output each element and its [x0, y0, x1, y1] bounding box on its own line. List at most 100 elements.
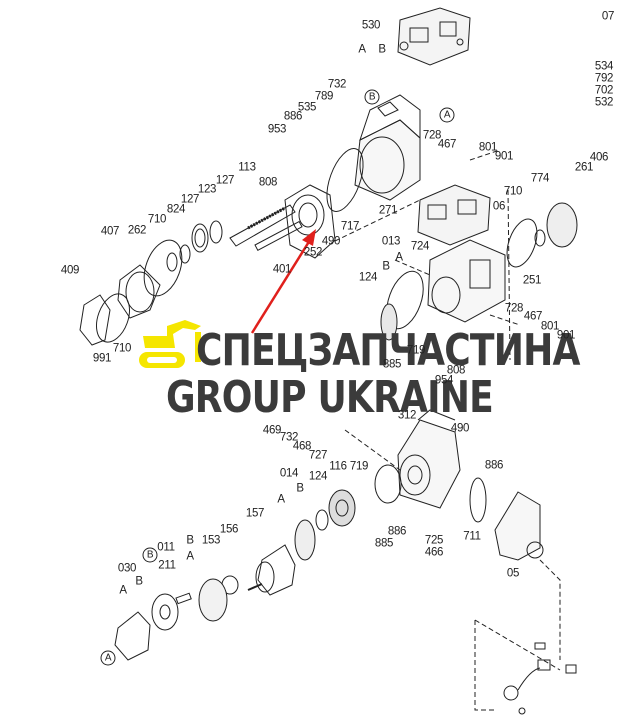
callout: A: [277, 493, 285, 506]
callout: 808: [258, 176, 278, 189]
callout: 717: [340, 220, 360, 233]
callout: 728: [504, 302, 524, 315]
callout: 532: [594, 96, 614, 109]
callout: 885: [382, 358, 402, 371]
callout: 953: [267, 123, 287, 136]
callout: 407: [100, 225, 120, 238]
pump-body-251: [380, 202, 578, 341]
circled-ref: A: [100, 650, 116, 666]
callout: 535: [297, 101, 317, 114]
callout: 409: [60, 264, 80, 277]
callout: 886: [283, 110, 303, 123]
callout: 724: [410, 240, 430, 253]
callout: 710: [147, 213, 167, 226]
callout: 406: [589, 151, 609, 164]
callout: 401: [272, 263, 292, 276]
callout: 211: [158, 559, 176, 572]
callout: 271: [378, 204, 398, 217]
callout: 991: [92, 352, 112, 365]
regulator-07: [397, 7, 471, 66]
callout: B: [296, 482, 304, 495]
callout: B: [378, 43, 386, 56]
callout: 013: [381, 235, 401, 248]
callout: 127: [215, 174, 235, 187]
callout: 719: [406, 344, 426, 357]
callout: 156: [219, 523, 239, 536]
callout: 801: [540, 320, 560, 333]
callout: 116: [329, 460, 347, 473]
callout: 702: [594, 84, 614, 97]
circled-ref: B: [364, 89, 380, 105]
callout: 954: [434, 374, 454, 387]
watermark-line1: СПЕЦЗАПЧАСТИНА: [196, 325, 580, 376]
callout: 127: [180, 193, 200, 206]
callout: 011: [157, 541, 175, 554]
callout: A: [358, 43, 366, 56]
callout: 07: [601, 10, 615, 23]
brand-logo-icon: [139, 320, 201, 368]
callout: 901: [556, 329, 576, 342]
callout: 490: [321, 235, 341, 248]
circled-ref: B: [142, 547, 158, 563]
rotating-group: [114, 464, 402, 661]
shaft-113: [143, 204, 303, 297]
callout: 710: [112, 342, 132, 355]
callout: 262: [127, 224, 147, 237]
callout: 157: [245, 507, 265, 520]
watermark-line2: GROUP UKRAINE: [166, 372, 494, 423]
callout: 467: [523, 310, 543, 323]
flange-plate: [284, 148, 364, 259]
callout: 124: [358, 271, 378, 284]
callout: B: [382, 260, 390, 273]
callout: 113: [238, 161, 256, 174]
callout: 728: [422, 129, 442, 142]
callout: 727: [308, 449, 328, 462]
callout: 252: [303, 246, 323, 259]
callout: 725: [424, 534, 444, 547]
housing-312: [397, 409, 487, 523]
callout: A: [186, 550, 194, 563]
callout: 886: [484, 459, 504, 472]
callout: 824: [166, 203, 186, 216]
callout: 789: [314, 90, 334, 103]
callout: 808: [446, 364, 466, 377]
callout: 014: [279, 467, 299, 480]
callout: 251: [522, 274, 542, 287]
callout: 153: [201, 534, 221, 547]
callout: 885: [374, 537, 394, 550]
callout: 05: [506, 567, 520, 580]
callout: 312: [397, 409, 417, 422]
cover-262: [79, 264, 161, 346]
callout: 732: [279, 431, 299, 444]
callout: 469: [262, 424, 282, 437]
cover-05: [494, 491, 544, 561]
dashed-guides: [334, 149, 561, 711]
callout: 801: [478, 141, 498, 154]
callout: A: [119, 584, 127, 597]
callout: 534: [594, 60, 614, 73]
callout: 774: [530, 172, 550, 185]
callout: 901: [494, 150, 514, 163]
callout: 886: [387, 525, 407, 538]
valve-block-271: [354, 94, 421, 201]
callout: 123: [197, 183, 217, 196]
sensor-assembly: [503, 642, 577, 715]
callout: 261: [574, 161, 594, 174]
callout: B: [135, 575, 143, 588]
callout: 792: [594, 72, 614, 85]
regulator-06: [417, 184, 491, 246]
callout: 467: [437, 138, 457, 151]
callout: 124: [308, 470, 328, 483]
callout: 710: [503, 185, 523, 198]
callout: 732: [327, 78, 347, 91]
callout: 530: [361, 19, 381, 32]
callout: 719: [349, 460, 369, 473]
callout: A: [395, 251, 403, 264]
callout: B: [186, 534, 194, 547]
callout: 711: [463, 530, 481, 543]
callout: 030: [117, 562, 137, 575]
callout: 490: [450, 422, 470, 435]
